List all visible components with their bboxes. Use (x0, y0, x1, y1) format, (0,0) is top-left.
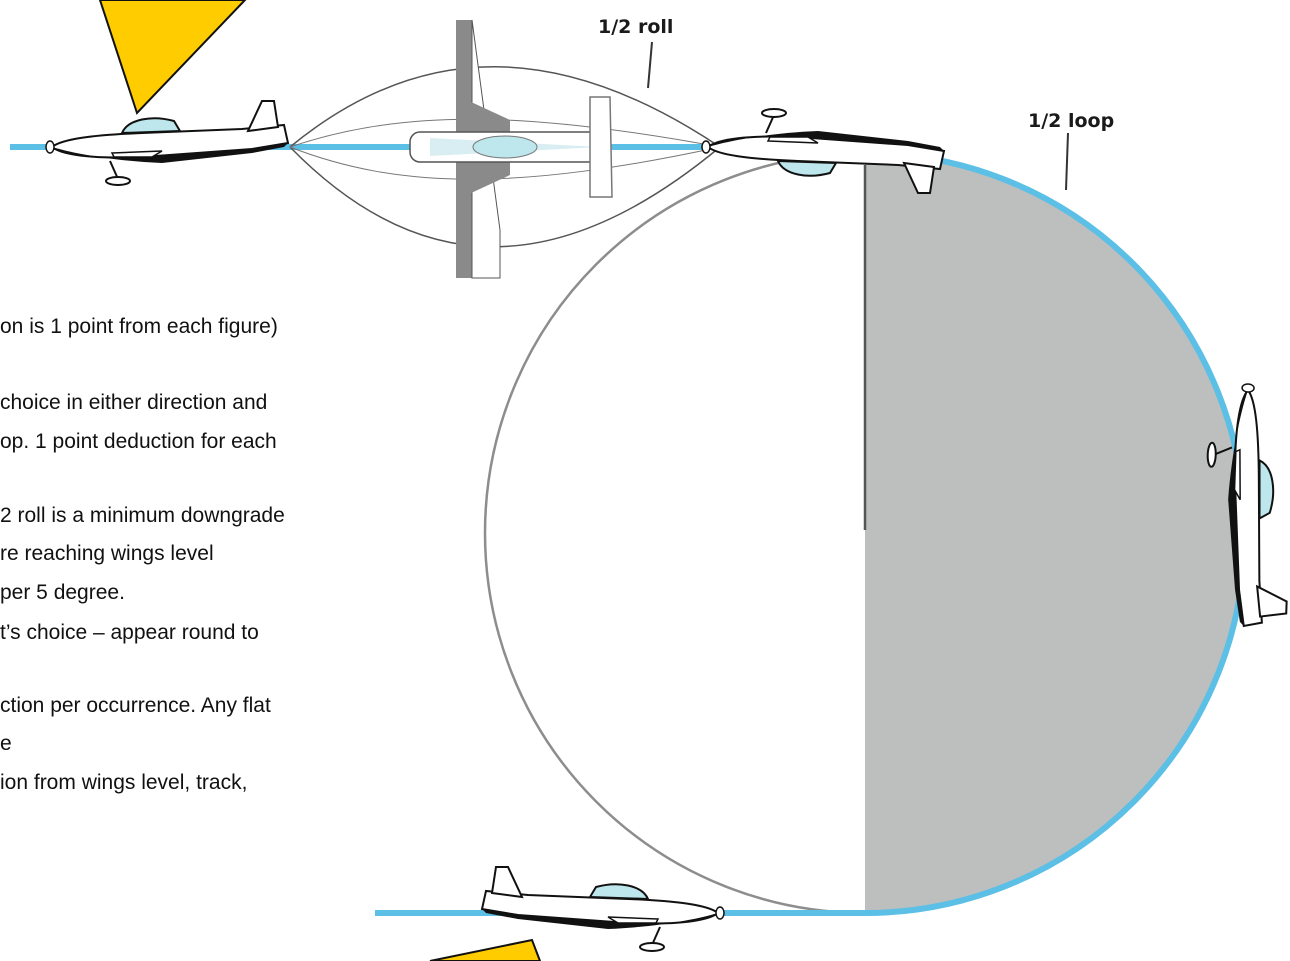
half-loop-label: 1/2 loop (1028, 110, 1114, 132)
half-loop-shaded-area (865, 153, 1245, 913)
half-loop-outline (483, 151, 866, 915)
half-roll-label: 1/2 roll (598, 16, 673, 38)
aerobatic-plane-end-icon (481, 866, 725, 952)
aerobatic-plane-icon (45, 100, 289, 186)
start-marker-arrow (98, 0, 247, 115)
aerobatic-plane-top-view-icon (409, 19, 613, 279)
end-marker-arrow (429, 938, 542, 961)
half-loop-leader-line (1065, 132, 1069, 191)
half-roll-leader-line (647, 41, 653, 89)
roll-envelope-upper (289, 66, 721, 148)
